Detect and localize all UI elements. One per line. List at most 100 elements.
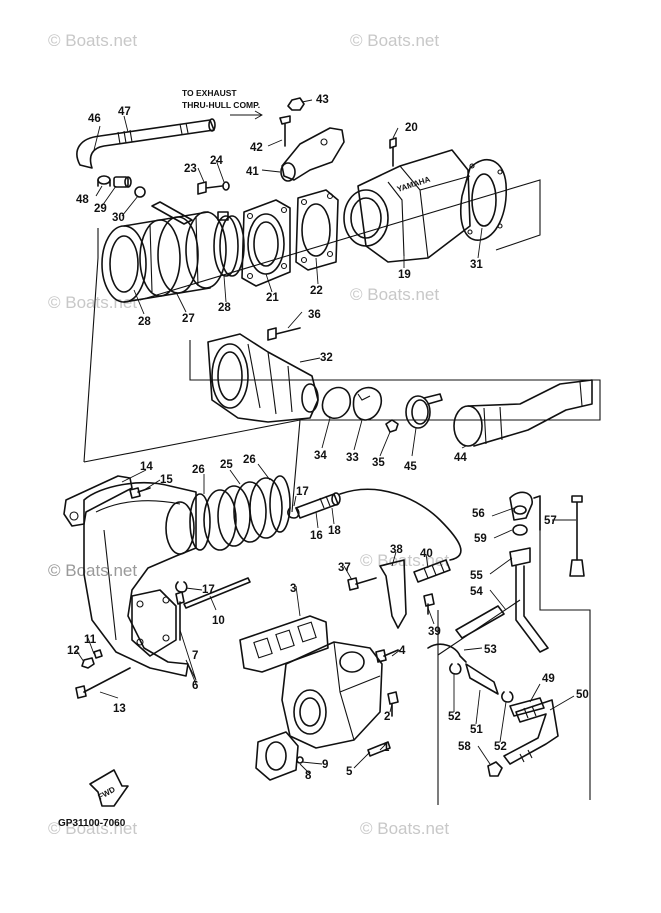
callout-3: 3	[290, 583, 296, 595]
callout-52: 52	[448, 711, 461, 723]
callout-15: 15	[160, 474, 173, 486]
callout-54: 54	[470, 586, 483, 598]
callout-4: 4	[399, 645, 406, 657]
part-17-clamp	[287, 507, 300, 519]
callout-38: 38	[390, 544, 403, 556]
part-45-clamp	[405, 393, 443, 429]
part-23-bolt	[197, 181, 223, 195]
part-34-gasket	[321, 386, 352, 420]
callout-53: 53	[484, 644, 497, 656]
callout-27: 27	[182, 313, 195, 325]
part-57-bolt	[569, 495, 585, 577]
callout-21: 21	[266, 292, 279, 304]
part-44-hose	[453, 379, 593, 447]
watermarks: © Boats.net © Boats.net © Boats.net © Bo…	[48, 31, 449, 838]
callout-36: 36	[308, 309, 321, 321]
watermark: © Boats.net	[350, 31, 439, 50]
part-13-bolt	[75, 667, 131, 699]
callout-44: 44	[454, 452, 467, 464]
part-43-nut	[287, 97, 305, 111]
part-12-nut	[81, 657, 95, 669]
callout-52b: 52	[494, 741, 507, 753]
part-48-clamp	[97, 175, 111, 187]
exhaust-note-arrow	[230, 110, 263, 120]
part-7-bolt	[175, 591, 185, 641]
exhaust-note-line-1: TO EXHAUST	[182, 88, 237, 98]
callout-9: 9	[322, 759, 328, 771]
part-27-stud	[151, 201, 193, 225]
callout-24: 24	[210, 155, 223, 167]
part-21-flange	[241, 199, 291, 287]
callout-45: 45	[404, 461, 417, 473]
part-19-muffler: YAMAHA	[343, 149, 471, 263]
part-51-hose	[465, 663, 499, 695]
watermark: © Boats.net	[48, 561, 137, 580]
part-11-washer	[93, 649, 103, 659]
part-59-washer	[512, 524, 528, 536]
callout-34: 34	[314, 450, 327, 462]
part-49-joint	[509, 697, 545, 717]
part-27-muffler-hose	[101, 211, 227, 303]
callout-37: 37	[338, 562, 351, 574]
leader-lines	[75, 99, 576, 775]
part-53-hose	[427, 643, 467, 663]
part-42-bolt	[279, 115, 291, 147]
part-32-water-lock	[207, 333, 319, 423]
callout-49: 49	[542, 673, 555, 685]
part-14-bracket	[63, 475, 133, 527]
callout-8: 8	[305, 770, 312, 782]
part-30-clamp	[134, 186, 146, 198]
watermark: © Boats.net	[360, 819, 449, 838]
part-52-clamp	[449, 663, 462, 675]
part-56-union	[509, 491, 541, 531]
part-28-hose-clamp	[213, 211, 245, 277]
part-17-clamp-lower	[175, 581, 188, 593]
callout-28: 28	[138, 316, 151, 328]
callout-6: 6	[192, 680, 198, 692]
callout-labels: 1 2 3 4 5 6 7 8 9 10 11 12 13 14 15 16 1…	[67, 94, 589, 782]
part-8-gasket	[255, 731, 299, 781]
callout-26: 26	[192, 464, 205, 476]
part-15-bolt	[129, 487, 151, 499]
callout-13: 13	[113, 703, 126, 715]
part-58-nut	[487, 761, 503, 777]
part-1-exhaust-manifold	[281, 641, 383, 749]
callout-31: 31	[470, 259, 483, 271]
part-38-bracket	[379, 559, 407, 629]
callout-55: 55	[470, 570, 483, 582]
part-37-bolt	[347, 577, 377, 591]
brand-mark: YAMAHA	[396, 175, 432, 194]
callout-28b: 28	[218, 302, 231, 314]
watermark: © Boats.net	[48, 293, 137, 312]
callout-14: 14	[140, 461, 153, 473]
callout-22: 22	[310, 285, 323, 297]
callout-35: 35	[372, 457, 385, 469]
callout-58: 58	[458, 741, 471, 753]
callout-20: 20	[405, 122, 418, 134]
watermark: © Boats.net	[48, 819, 137, 838]
callout-10: 10	[212, 615, 225, 627]
part-20-bolt	[389, 137, 397, 167]
callout-19: 19	[398, 269, 411, 281]
callout-41: 41	[246, 166, 259, 178]
callout-11: 11	[84, 634, 97, 646]
callout-46: 46	[88, 113, 101, 125]
part-36-bolt	[267, 327, 301, 341]
callout-12: 12	[67, 645, 80, 657]
callout-51: 51	[470, 724, 483, 736]
part-9-washer	[296, 756, 304, 764]
part-10-stud	[183, 577, 251, 609]
callout-43: 43	[316, 94, 329, 106]
callout-47: 47	[118, 106, 131, 118]
callout-57: 57	[544, 515, 557, 527]
callout-50: 50	[576, 689, 589, 701]
callout-23: 23	[184, 163, 197, 175]
part-24-washer	[222, 181, 230, 191]
part-35-bolt	[385, 419, 399, 433]
callout-30: 30	[112, 212, 125, 224]
part-50-hose	[503, 699, 559, 765]
part-29-fitting	[113, 176, 132, 188]
callout-17b: 17	[202, 584, 215, 596]
part-22-gasket	[295, 189, 339, 271]
